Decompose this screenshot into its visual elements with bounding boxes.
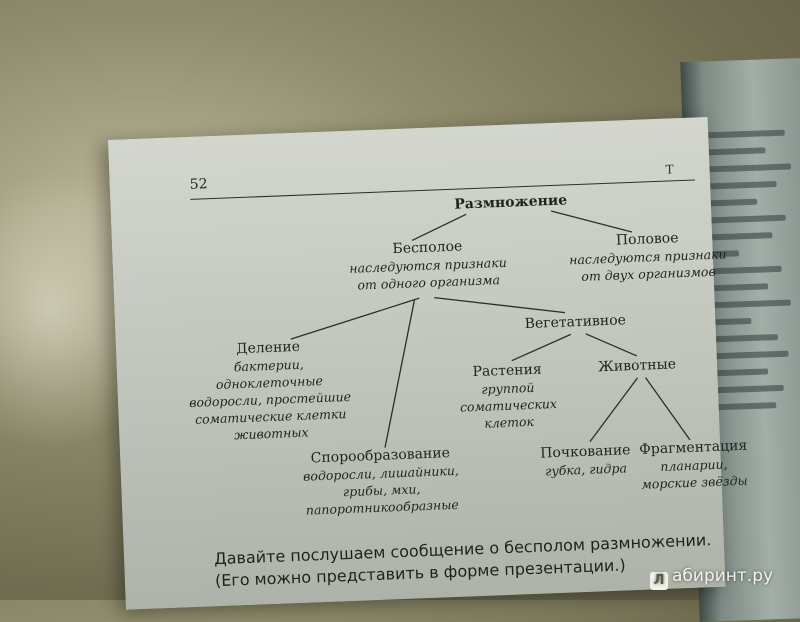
labirint-logo-icon: Л [650, 572, 668, 590]
edge-vegetative-plants [511, 333, 572, 362]
edge-root-sexual [550, 210, 633, 233]
node-plants: Растения группой соматических клеток [447, 361, 570, 434]
edge-asexual-division [290, 297, 420, 340]
edge-vegetative-animals [585, 333, 637, 357]
node-division: Деление бактерии, одноклеточные водоросл… [178, 337, 362, 446]
watermark-text: абиринт.ру [672, 566, 774, 586]
node-sexual: Половое наследуются признаки от двух орг… [562, 228, 734, 285]
diagram-connectors [290, 210, 691, 448]
edge-asexual-sporulation [384, 300, 416, 448]
node-sporulation: Спорообразование водоросли, лишайники, г… [280, 444, 482, 520]
edge-asexual-vegetative [434, 296, 566, 314]
edge-animals-fragmentation [644, 377, 691, 441]
node-fragmentation: Фрагментация планарии, морские звёзды [638, 438, 750, 493]
book-page: 52 Т Размножение Бесполое наследуются пр… [108, 116, 748, 610]
node-budding: Почкование губка, гидра [530, 442, 641, 480]
node-asexual: Бесполое наследуются признаки от одного … [327, 236, 529, 295]
edge-root-asexual [411, 213, 467, 241]
edge-animals-budding [589, 377, 639, 443]
